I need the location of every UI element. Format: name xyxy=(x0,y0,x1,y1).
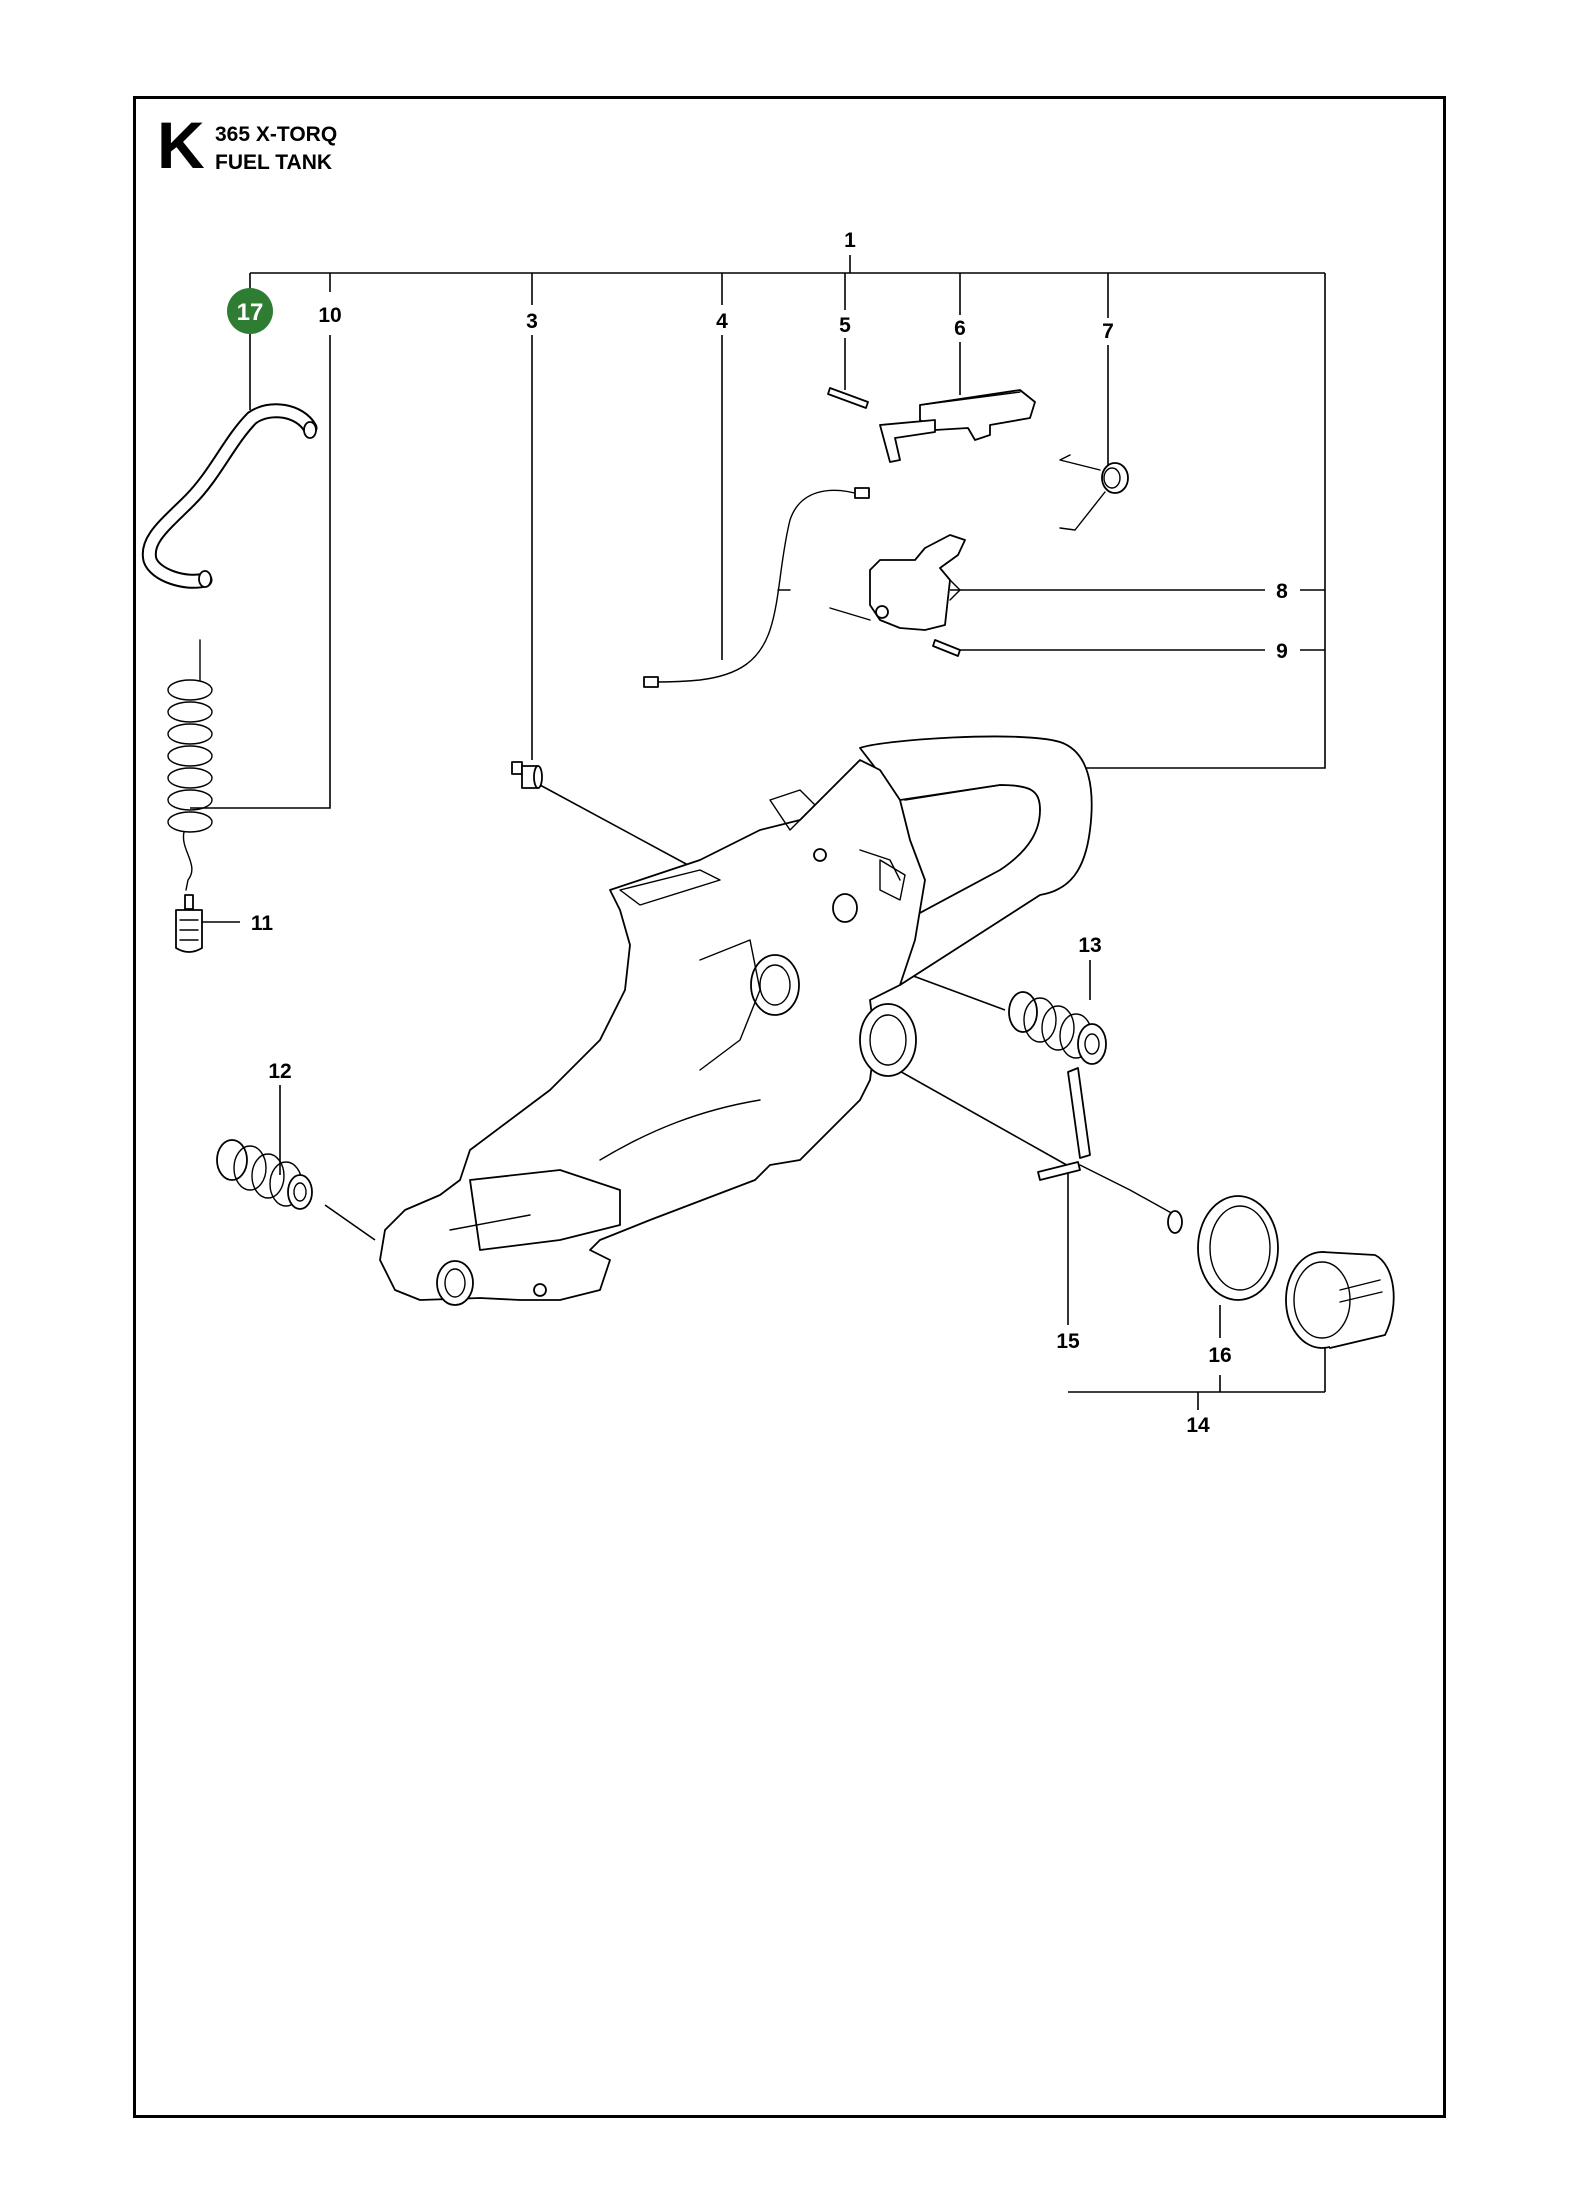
part-label-1: 1 xyxy=(844,229,856,252)
leader-lines xyxy=(190,255,1326,1410)
model-name: 365 X-TORQ xyxy=(215,123,338,146)
part-labels: 1 3 4 5 6 7 8 9 10 11 12 13 14 15 16 17 xyxy=(227,229,1288,1437)
part-13-av-spring xyxy=(1008,991,1107,1065)
part-6-throttle-lockout xyxy=(879,389,1036,463)
part-8-throttle-trigger xyxy=(869,534,966,631)
part-15-cap-retainer xyxy=(1037,1067,1183,1234)
part-label-12: 12 xyxy=(268,1060,291,1083)
section-letter: K xyxy=(157,108,205,182)
part-17-fuel-hose xyxy=(141,403,318,589)
part-label-9: 9 xyxy=(1276,640,1288,663)
part-label-13: 13 xyxy=(1078,934,1101,957)
fuel-tank-body xyxy=(379,735,1093,1306)
part-11-fuel-filter xyxy=(175,894,203,953)
part-16-seal-ring xyxy=(1197,1195,1279,1301)
part-label-15: 15 xyxy=(1056,1330,1080,1353)
part-7-spring xyxy=(1059,454,1129,531)
highlight-badge xyxy=(227,288,273,334)
part-label-7: 7 xyxy=(1102,320,1114,343)
part-3-valve xyxy=(511,761,543,789)
section-title: FUEL TANK xyxy=(215,151,333,174)
part-label-16: 16 xyxy=(1208,1344,1231,1367)
part-label-14: 14 xyxy=(1186,1414,1210,1437)
part-10-fuel-line-coil xyxy=(167,639,213,891)
part-label-8: 8 xyxy=(1276,580,1288,603)
part-label-4: 4 xyxy=(716,310,728,333)
part-label-10: 10 xyxy=(318,304,341,327)
part-label-5: 5 xyxy=(839,314,851,337)
part-label-11: 11 xyxy=(251,912,274,935)
part-5-pin xyxy=(827,387,869,409)
part-12-av-spring xyxy=(216,1139,313,1210)
part-14-fuel-cap xyxy=(1285,1251,1395,1349)
part-label-6: 6 xyxy=(954,317,966,340)
part-4-throttle-cable xyxy=(643,487,870,688)
part-label-17: 17 xyxy=(237,299,264,326)
part-9-pin xyxy=(829,607,961,657)
part-label-3: 3 xyxy=(526,310,538,333)
page-frame xyxy=(133,96,1446,2118)
